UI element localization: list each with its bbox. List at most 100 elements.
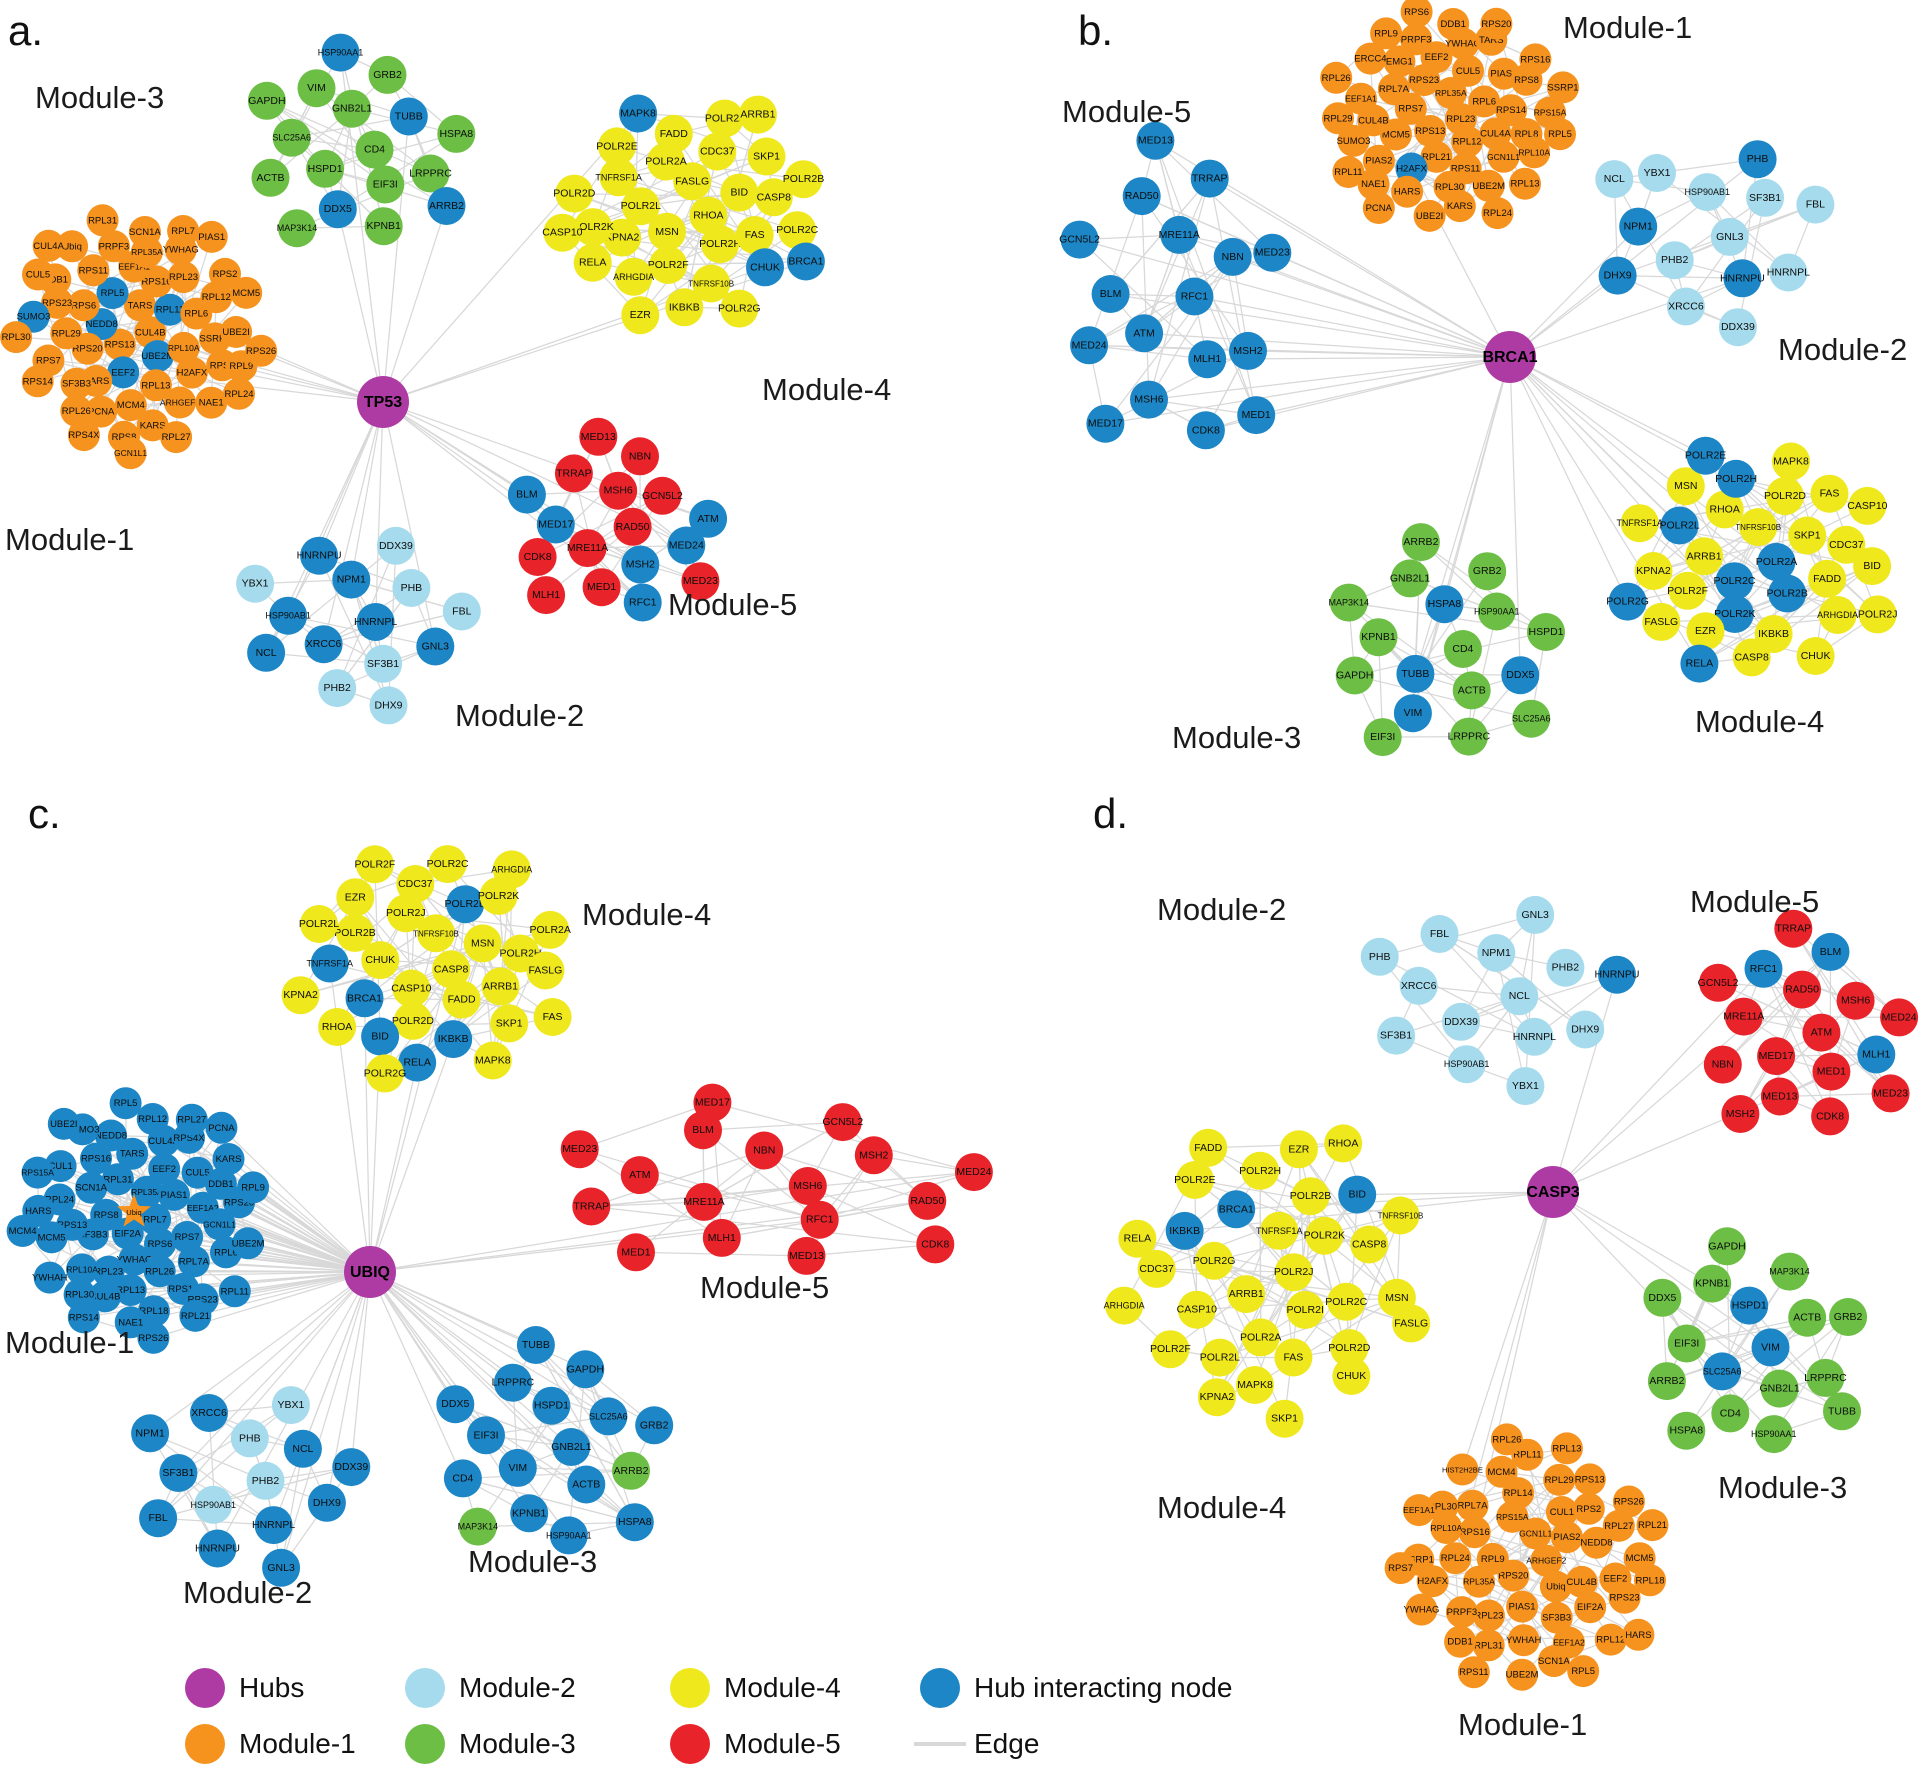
node-RFC1[interactable] [1745,950,1783,988]
node-RELA[interactable] [1680,645,1718,683]
node-POLR2G[interactable] [1609,583,1647,621]
node-BID[interactable] [720,174,758,212]
node-PHB2[interactable] [247,1462,285,1500]
node-SKP1[interactable] [748,138,786,176]
node-RPL5[interactable] [1567,1655,1599,1687]
node-DDX5[interactable] [436,1385,474,1423]
node-TNFRSF1A[interactable] [311,945,349,983]
node-POLR2D[interactable] [1766,477,1804,515]
node-RPS16[interactable] [1519,43,1551,75]
node-MSH6[interactable] [1837,982,1875,1020]
node-POLR2G[interactable] [720,290,758,328]
node-POLR2B[interactable] [785,160,823,198]
node-MED17[interactable] [1757,1037,1795,1075]
node-GCN5L2[interactable] [1699,964,1737,1002]
node-FADD[interactable] [655,115,693,153]
node-CDK8[interactable] [519,538,557,576]
node-NBN[interactable] [621,437,659,475]
node-NCL[interactable] [1595,160,1633,198]
node-MED17[interactable] [693,1084,731,1122]
node-RPL7A[interactable] [1378,73,1410,105]
node-POLR2B[interactable] [336,914,374,952]
node-GRB2[interactable] [635,1406,673,1444]
node-SSRP1[interactable] [1547,71,1579,103]
node-POLR2H[interactable] [1717,460,1755,498]
node-RPL13[interactable] [1509,168,1541,200]
node-POLR2H[interactable] [1241,1152,1279,1190]
node-MAPK8[interactable] [474,1042,512,1080]
node-GCN5L2[interactable] [824,1103,862,1141]
node-YBX1[interactable] [236,565,274,603]
node-BID[interactable] [1338,1176,1376,1214]
node-RPL30[interactable] [0,321,32,353]
node-ARHGDIA[interactable] [1105,1287,1143,1325]
node-KARS[interactable] [1444,190,1476,222]
node-GNL3[interactable] [1711,218,1749,256]
node-MSH6[interactable] [1130,381,1168,419]
node-ARHGDIA[interactable] [1819,596,1857,634]
node-MED23[interactable] [561,1130,599,1168]
node-GCN5L2[interactable] [1061,221,1099,259]
node-RPL31[interactable] [87,204,119,236]
node-NPM1[interactable] [332,561,370,599]
node-TUBB[interactable] [517,1326,555,1364]
node-RPL35A[interactable] [1463,1566,1495,1598]
node-RELA[interactable] [1118,1220,1156,1258]
node-RPL26[interactable] [1320,62,1352,94]
node-MED23[interactable] [1253,234,1291,272]
node-DDB1[interactable] [1444,1626,1476,1658]
node-KPNA2[interactable] [1635,552,1673,590]
node-GRB2[interactable] [1829,1298,1867,1336]
node-HSPD1[interactable] [1527,613,1565,651]
node-HIST2H2BE[interactable] [1446,1454,1478,1486]
node-POLR2J[interactable] [706,100,744,138]
node-GAPDH[interactable] [566,1350,604,1388]
node-ACTB[interactable] [252,159,290,197]
node-MAPK8[interactable] [1772,443,1810,481]
node-CASP10[interactable] [543,214,581,252]
node-MED24[interactable] [1880,998,1918,1036]
node-GRB2[interactable] [1468,552,1506,590]
node-ARRB2[interactable] [1402,523,1440,561]
node-PHB2[interactable] [318,669,356,707]
node-SKP1[interactable] [490,1004,528,1042]
node-EIF2A[interactable] [1574,1591,1606,1623]
node-POLR2E[interactable] [598,127,636,165]
node-VIM[interactable] [298,69,336,107]
node-VIM[interactable] [1752,1328,1790,1366]
node-RHOA[interactable] [318,1008,356,1046]
node-RPL11[interactable] [219,1275,251,1307]
node-XRCC6[interactable] [190,1394,228,1432]
node-TRRAP[interactable] [572,1188,610,1226]
node-HSP90AA1[interactable] [1755,1415,1793,1453]
node-EEF1A1[interactable] [1403,1494,1435,1526]
node-PHB[interactable] [392,569,430,607]
node-GCN5L2[interactable] [643,477,681,515]
node-MRE11A[interactable] [1725,998,1763,1036]
node-RPS11[interactable] [1458,1656,1490,1688]
node-HSPD1[interactable] [1730,1287,1768,1325]
node-RPL29[interactable] [50,317,82,349]
node-POLR2F[interactable] [356,845,394,883]
node-MED13[interactable] [579,418,617,456]
node-RHOA[interactable] [1324,1124,1362,1162]
node-YWHAG[interactable] [1406,1594,1438,1626]
node-PHB2[interactable] [1546,949,1584,987]
node-NCL[interactable] [1500,977,1538,1015]
node-MED24[interactable] [1070,326,1108,364]
node-MED17[interactable] [537,506,575,544]
node-RELA[interactable] [574,244,612,282]
node-PCNA[interactable] [205,1112,237,1144]
node-DHX9[interactable] [370,686,408,724]
node-MAP3K14[interactable] [459,1508,497,1546]
node-MAP3K14[interactable] [1330,584,1368,622]
node-UBE2M[interactable] [1506,1659,1538,1691]
node-YWHAH[interactable] [34,1262,66,1294]
node-HSP90AA1[interactable] [322,34,360,72]
node-POLR2C[interactable] [429,845,467,883]
node-HNRNPL[interactable] [357,603,395,641]
node-CD4[interactable] [1711,1394,1749,1432]
node-IKBKB[interactable] [434,1020,472,1058]
node-GCN1L1[interactable] [115,437,147,469]
node-DDX39[interactable] [1442,1003,1480,1041]
